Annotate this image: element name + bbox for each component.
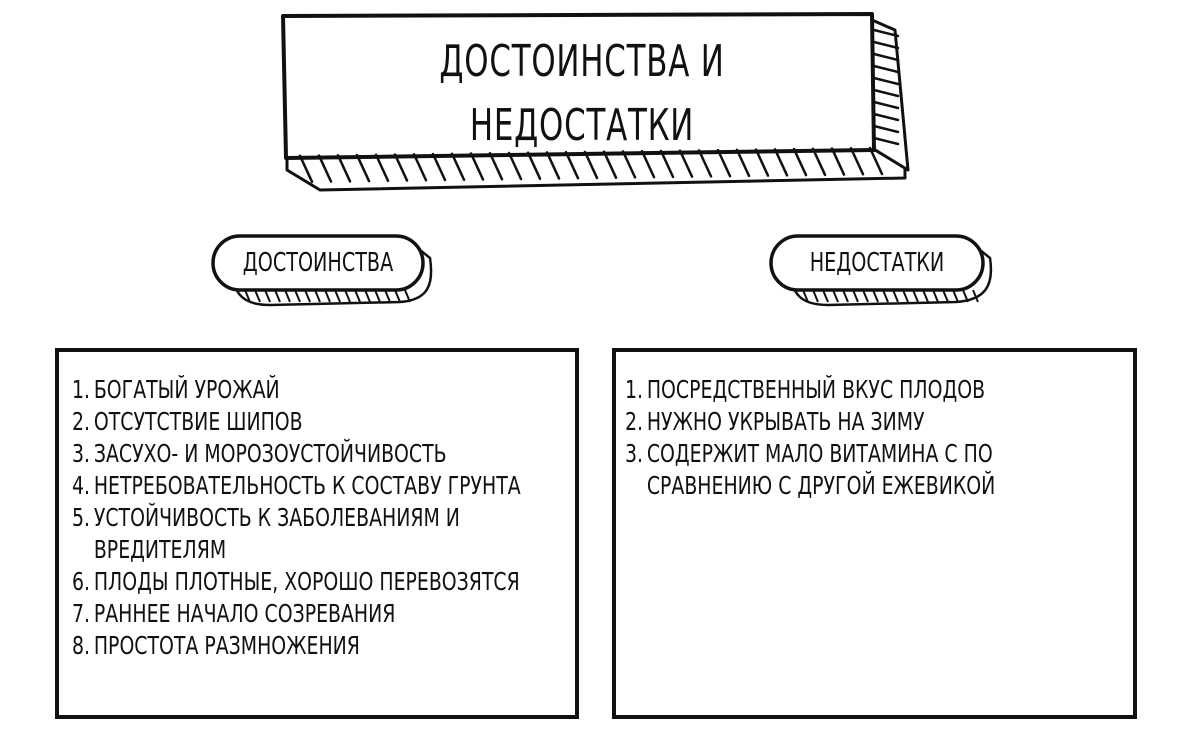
advantages-pill: [211, 234, 433, 307]
list-item: 5.УСТОЙЧИВОСТЬ К ЗАБОЛЕВАНИЯМ И ВРЕДИТЕЛ…: [72, 503, 460, 564]
title-box: [281, 12, 910, 192]
list-item: 2.ОТСУТСТВИЕ ШИПОВ: [72, 407, 303, 436]
disadvantages-pill: [769, 234, 993, 307]
disadvantages-box: [612, 348, 1137, 719]
list-item: 6.ПЛОДЫ ПЛОТНЫЕ, ХОРОШО ПЕРЕВОЗЯТСЯ: [72, 567, 520, 596]
disadvantages-list: 1.ПОСРЕДСТВЕННЫЙ ВКУС ПЛОДОВ 2.НУЖНО УКР…: [625, 374, 1112, 502]
disadvantages-label: НЕДОСТАТКИ: [809, 248, 945, 278]
advantages-list: 1.БОГАТЫЙ УРОЖАЙ 2.ОТСУТСТВИЕ ШИПОВ 3.ЗА…: [72, 374, 559, 662]
advantages-box: [55, 348, 579, 719]
list-item: 2.НУЖНО УКРЫВАТЬ НА ЗИМУ: [625, 407, 925, 436]
diagram-title: ДОСТОИНСТВА И НЕДОСТАТКИ: [439, 36, 725, 151]
list-item: 4.НЕТРЕБОВАТЕЛЬНОСТЬ К СОСТАВУ ГРУНТА: [72, 471, 521, 500]
list-item: 8.ПРОСТОТА РАЗМНОЖЕНИЯ: [72, 631, 360, 660]
list-item: 3.ЗАСУХО- И МОРОЗОУСТОЙЧИВОСТЬ: [72, 439, 447, 468]
list-item: 3.СОДЕРЖИТ МАЛО ВИТАМИНА С ПО СРАВНЕНИЮ …: [625, 439, 996, 500]
list-item: 1.ПОСРЕДСТВЕННЫЙ ВКУС ПЛОДОВ: [625, 375, 986, 404]
advantages-label: ДОСТОИНСТВА: [242, 248, 394, 278]
list-item: 7.РАННЕЕ НАЧАЛО СОЗРЕВАНИЯ: [72, 599, 396, 628]
list-item: 1.БОГАТЫЙ УРОЖАЙ: [72, 375, 280, 404]
